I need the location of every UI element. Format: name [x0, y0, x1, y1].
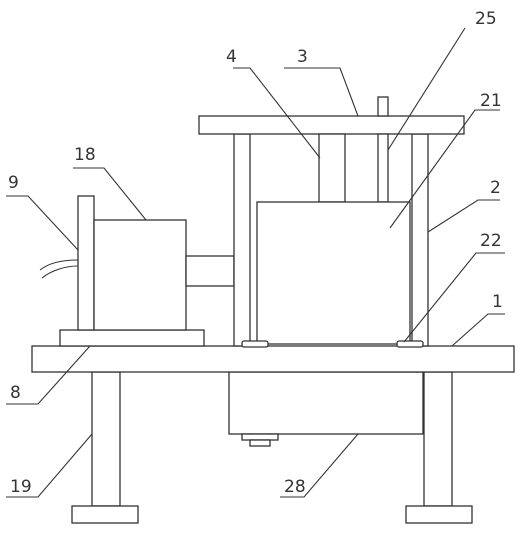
leader-2: [427, 199, 500, 233]
leader-28: [280, 433, 359, 498]
right-foot: [405, 505, 473, 524]
leader-21: [389, 109, 500, 229]
leader-3: [284, 67, 359, 117]
left-foot: [71, 505, 139, 524]
top-plate: [198, 115, 465, 135]
leader-25: [387, 27, 466, 151]
leader-18: [73, 167, 147, 221]
leader-9: [6, 195, 79, 251]
leader-4: [233, 67, 321, 159]
cylinder: [318, 133, 346, 203]
power-cable-edge: [41, 265, 79, 279]
leader-1: [451, 313, 505, 347]
drive-shaft: [185, 255, 235, 287]
leader-8: [6, 345, 91, 405]
callout-25: 25: [475, 9, 497, 29]
callout-28: 28: [284, 477, 306, 497]
callout-4: 4: [226, 47, 237, 67]
left-post: [233, 133, 251, 347]
right-leg: [423, 371, 453, 507]
drain-fitting: [241, 433, 279, 441]
power-cable: [39, 259, 79, 271]
rod-top: [377, 96, 389, 117]
callout-1: 1: [492, 292, 503, 312]
callout-3: 3: [297, 47, 308, 67]
left-leg: [91, 371, 121, 507]
drain-nozzle: [249, 439, 271, 447]
leader-19: [6, 433, 93, 498]
right-post: [411, 133, 429, 347]
upright-plate: [77, 195, 95, 331]
leader-22: [403, 252, 505, 343]
rod: [377, 133, 389, 203]
table-top: [31, 345, 515, 373]
callout-21: 21: [480, 91, 502, 111]
roller-right: [396, 340, 424, 348]
motor-box: [93, 219, 187, 331]
callout-18: 18: [74, 145, 96, 165]
callout-22: 22: [480, 231, 502, 251]
callout-8: 8: [10, 383, 21, 403]
callout-2: 2: [490, 178, 501, 198]
callout-19: 19: [10, 477, 32, 497]
callout-9: 9: [8, 173, 19, 193]
under-table-box: [228, 371, 424, 435]
base-plate: [59, 329, 205, 347]
container: [256, 201, 411, 345]
roller-left: [241, 340, 269, 348]
